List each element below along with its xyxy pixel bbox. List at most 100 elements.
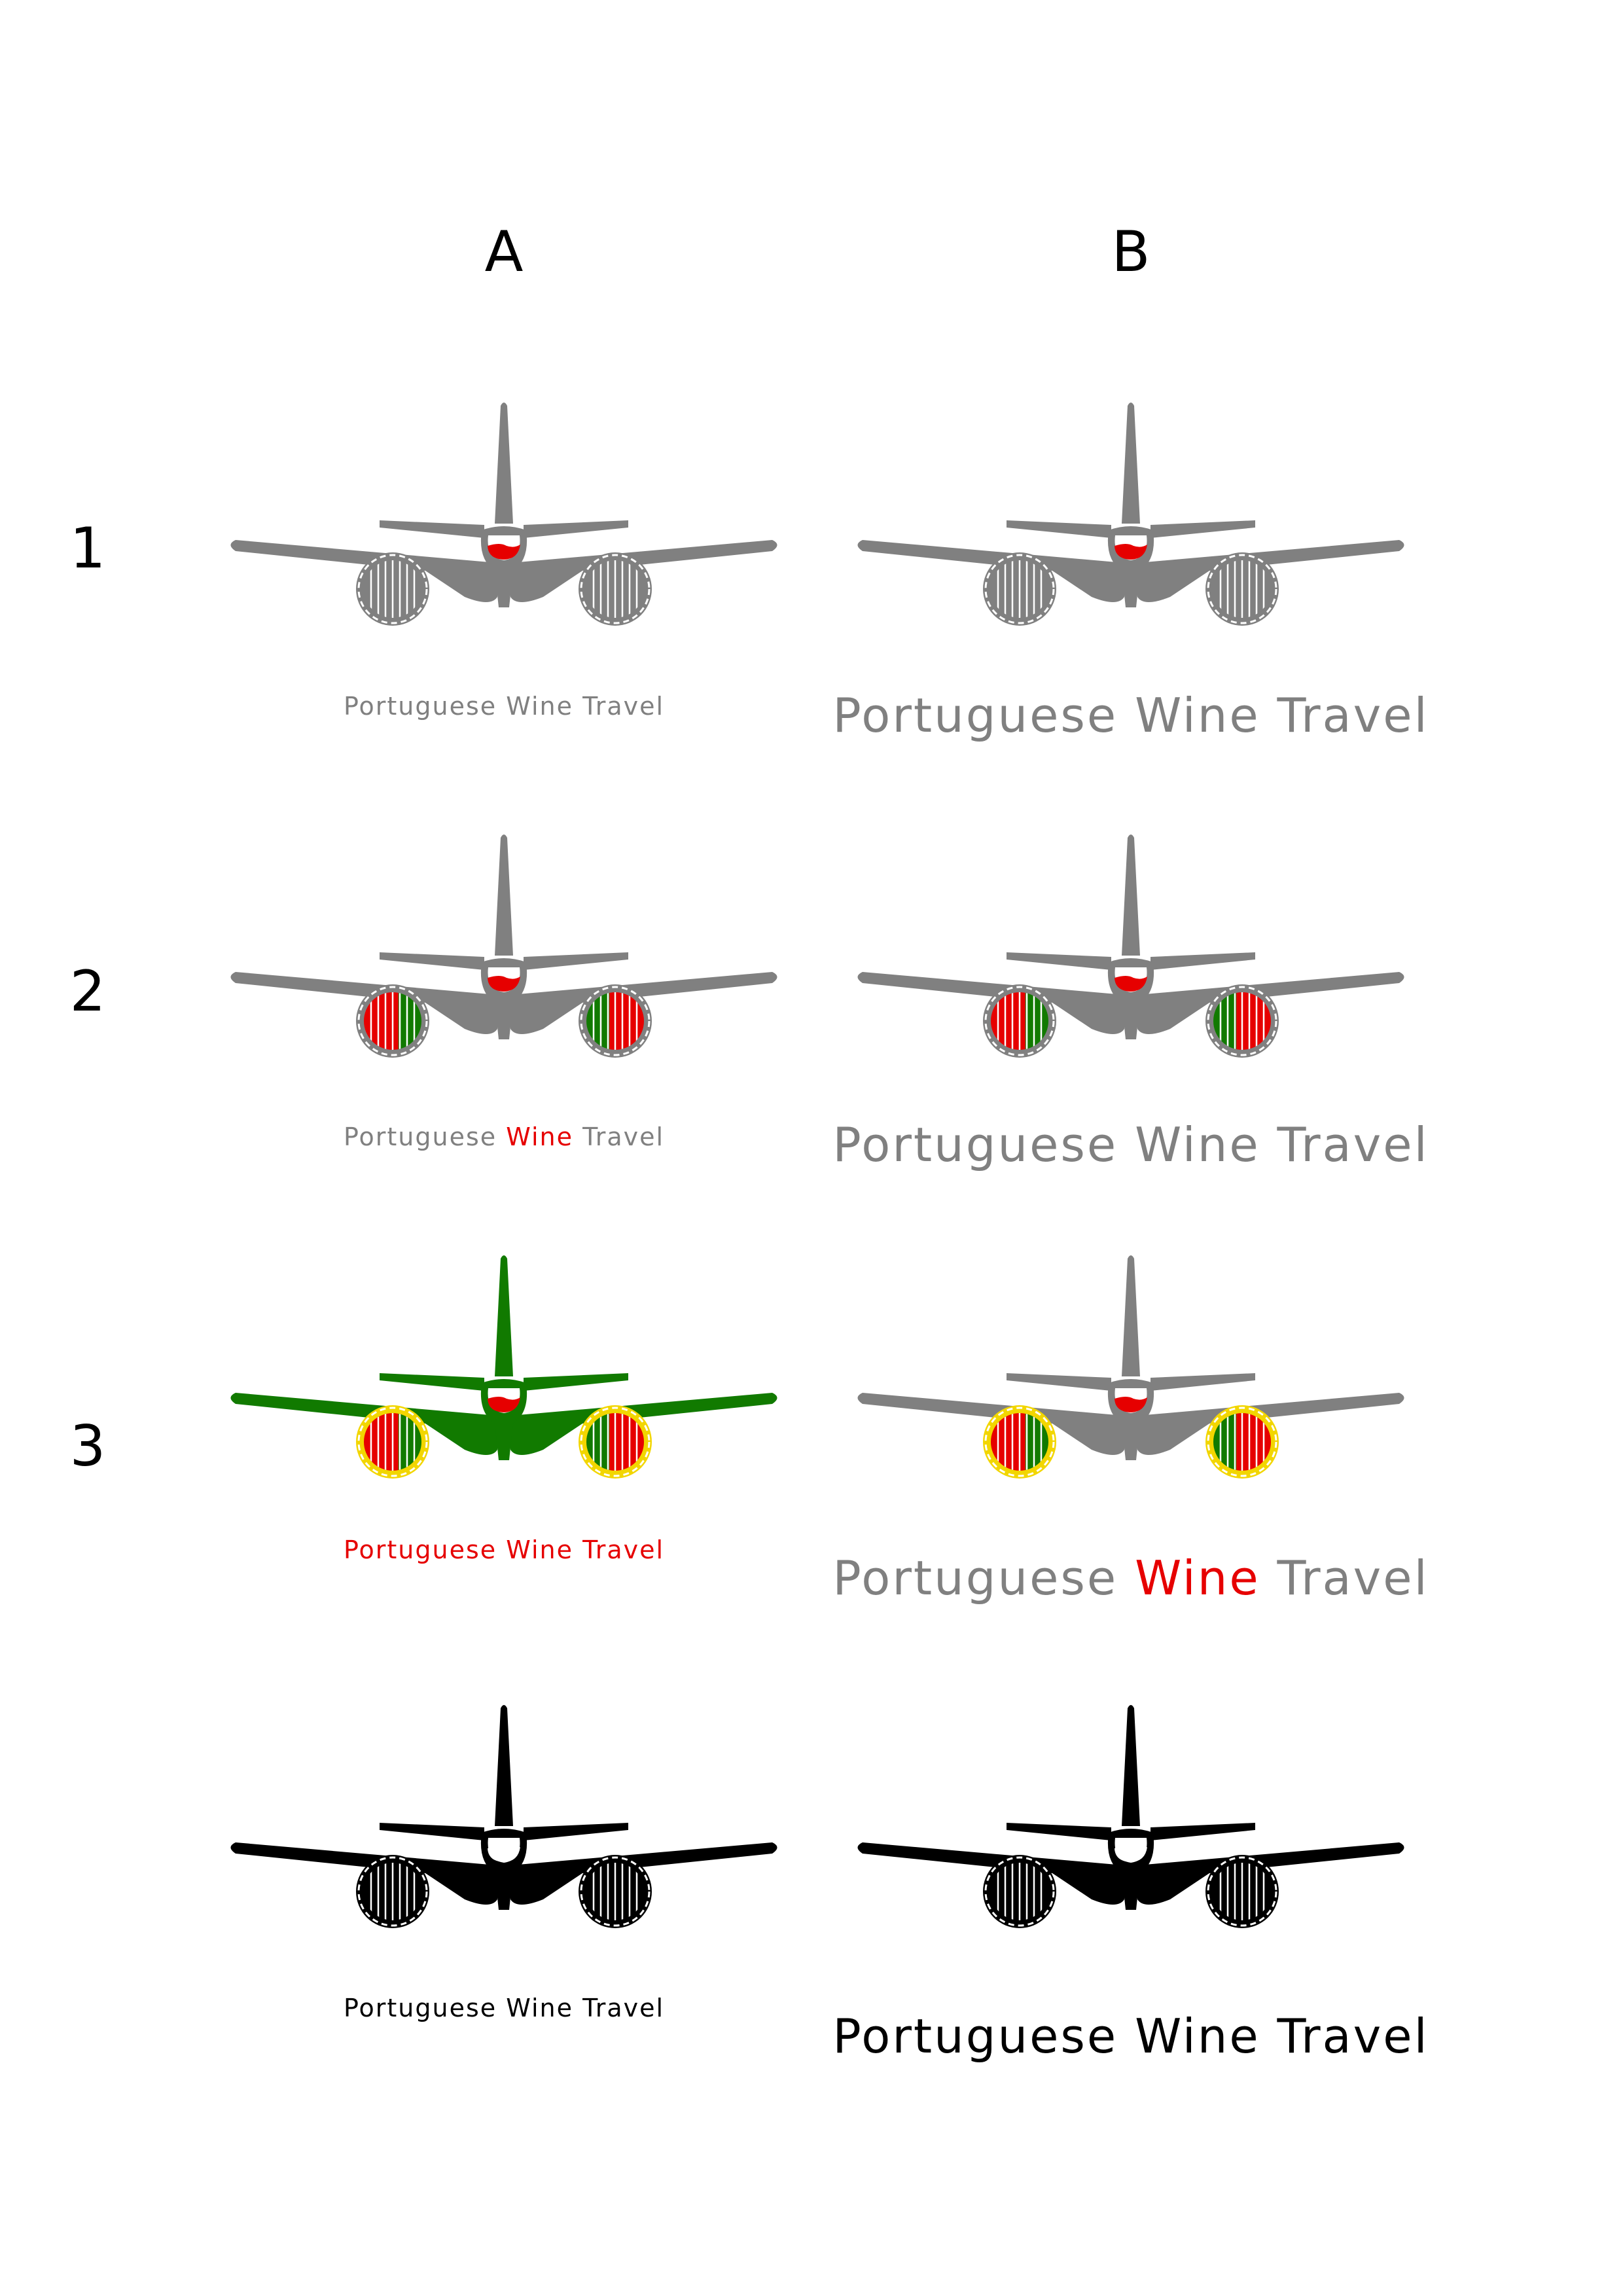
stabilizer-left bbox=[1007, 1373, 1111, 1391]
caption-word-0: Portuguese bbox=[343, 1535, 497, 1564]
barrel-face bbox=[364, 1413, 421, 1471]
wine-fill bbox=[1115, 544, 1147, 560]
barrel-face bbox=[586, 1863, 644, 1920]
barrel-engine-right bbox=[1205, 1855, 1279, 1928]
barrel-engine-left bbox=[983, 1855, 1056, 1928]
caption-2a: Portuguese Wine Travel bbox=[343, 1122, 665, 1152]
barrel-engine-right bbox=[579, 1855, 652, 1928]
wing-left bbox=[230, 972, 497, 1034]
barrel-engine-left bbox=[983, 984, 1056, 1058]
barrel-face bbox=[364, 1863, 421, 1920]
caption-word-1: Wine bbox=[1135, 688, 1260, 743]
barrel-face bbox=[1213, 1863, 1271, 1920]
caption-3b: Portuguese Wine Travel bbox=[832, 1551, 1429, 1605]
wing-right bbox=[510, 540, 777, 602]
barrel-ring-dashes bbox=[984, 1856, 1055, 1927]
logo-mark-3b bbox=[857, 1255, 1404, 1479]
barrel-ring-dashes bbox=[984, 554, 1055, 624]
row-header-2: 2 bbox=[69, 959, 106, 1024]
stabilizer-left bbox=[1007, 520, 1111, 538]
barrel-face bbox=[364, 992, 421, 1050]
tail-fin bbox=[495, 834, 513, 956]
barrel-engine-right bbox=[579, 552, 652, 626]
barrel-ring-dashes bbox=[984, 1407, 1055, 1477]
caption-word-0: Portuguese bbox=[832, 688, 1118, 743]
logo-mark-4b bbox=[857, 1705, 1404, 1928]
wing-right bbox=[1137, 972, 1404, 1034]
caption-1a: Portuguese Wine Travel bbox=[344, 692, 664, 721]
caption-word-1: Wine bbox=[506, 1122, 573, 1151]
caption-word-1: Wine bbox=[1135, 1117, 1260, 1172]
caption-word-0: Portuguese bbox=[832, 1117, 1118, 1172]
barrel-engine-right bbox=[1205, 552, 1279, 626]
wing-right bbox=[1137, 1393, 1404, 1455]
row-header-3: 3 bbox=[69, 1414, 106, 1479]
logo-mark-3a bbox=[230, 1255, 777, 1479]
barrel-face bbox=[991, 1413, 1048, 1471]
caption-4b: Portuguese Wine Travel bbox=[832, 2009, 1429, 2064]
caption-2b: Portuguese Wine Travel bbox=[832, 1118, 1429, 1172]
tail-fin bbox=[1122, 834, 1140, 956]
logo-mark-4a bbox=[230, 1705, 777, 1928]
caption-word-2: Travel bbox=[582, 1994, 665, 2022]
wing-left bbox=[857, 1842, 1124, 1905]
barrel-ring-dashes bbox=[1207, 554, 1277, 624]
row-header-1: 1 bbox=[69, 516, 106, 581]
barrel-engine-left bbox=[356, 552, 429, 626]
barrel-engine-right bbox=[579, 984, 652, 1058]
logo-mark-2b bbox=[857, 834, 1404, 1058]
logo-mark-1b bbox=[857, 403, 1404, 626]
wine-fill bbox=[488, 544, 520, 560]
barrel-face bbox=[586, 992, 644, 1050]
caption-word-0: Portuguese bbox=[343, 1122, 497, 1151]
barrel-face bbox=[991, 992, 1048, 1050]
caption-word-2: Travel bbox=[582, 1535, 665, 1564]
caption-word-1: Wine bbox=[1135, 2009, 1260, 2064]
barrel-face bbox=[991, 1863, 1048, 1920]
stabilizer-left bbox=[1007, 952, 1111, 970]
column-header-b: B bbox=[1111, 219, 1150, 285]
barrel-ring-dashes bbox=[580, 554, 651, 624]
barrel-engine-left bbox=[356, 1405, 429, 1479]
stabilizer-right bbox=[524, 1373, 628, 1391]
wing-right bbox=[510, 1393, 777, 1455]
barrel-engine-left bbox=[356, 1855, 429, 1928]
stabilizer-right bbox=[1150, 1373, 1255, 1391]
barrel-face bbox=[586, 1413, 644, 1471]
barrel-ring-dashes bbox=[580, 1856, 651, 1927]
barrel-engine-left bbox=[983, 1405, 1056, 1479]
wine-fill bbox=[1115, 976, 1147, 992]
caption-word-2: Travel bbox=[582, 692, 665, 721]
wine-fill bbox=[488, 976, 520, 992]
caption-word-0: Portuguese bbox=[832, 1551, 1118, 1605]
caption-word-1: Wine bbox=[506, 692, 573, 721]
barrel-face bbox=[1213, 992, 1271, 1050]
stabilizer-right bbox=[524, 1823, 628, 1840]
wing-left bbox=[230, 1393, 497, 1455]
caption-word-2: Travel bbox=[582, 1122, 665, 1151]
column-header-a: A bbox=[484, 219, 524, 285]
caption-word-1: Wine bbox=[506, 1535, 573, 1564]
caption-word-2: Travel bbox=[1277, 688, 1429, 743]
wing-right bbox=[510, 972, 777, 1034]
logo-mark-2a bbox=[230, 834, 777, 1058]
barrel-face bbox=[1213, 1413, 1271, 1471]
wine-fill bbox=[488, 1397, 520, 1412]
barrel-engine-right bbox=[1205, 984, 1279, 1058]
caption-word-2: Travel bbox=[1277, 2009, 1429, 2064]
barrel-ring-dashes bbox=[1207, 1407, 1277, 1477]
caption-word-1: Wine bbox=[1135, 1551, 1260, 1605]
tail-fin bbox=[1122, 1255, 1140, 1376]
stabilizer-right bbox=[1150, 952, 1255, 970]
tail-fin bbox=[495, 403, 513, 524]
wing-left bbox=[857, 540, 1124, 602]
wing-right bbox=[1137, 540, 1404, 602]
barrel-ring-dashes bbox=[1207, 986, 1277, 1056]
caption-word-1: Wine bbox=[506, 1994, 573, 2022]
wing-left bbox=[857, 1393, 1124, 1455]
wine-fill bbox=[1115, 1846, 1147, 1862]
caption-word-0: Portuguese bbox=[832, 2009, 1118, 2064]
tail-fin bbox=[495, 1255, 513, 1376]
wing-left bbox=[230, 540, 497, 602]
